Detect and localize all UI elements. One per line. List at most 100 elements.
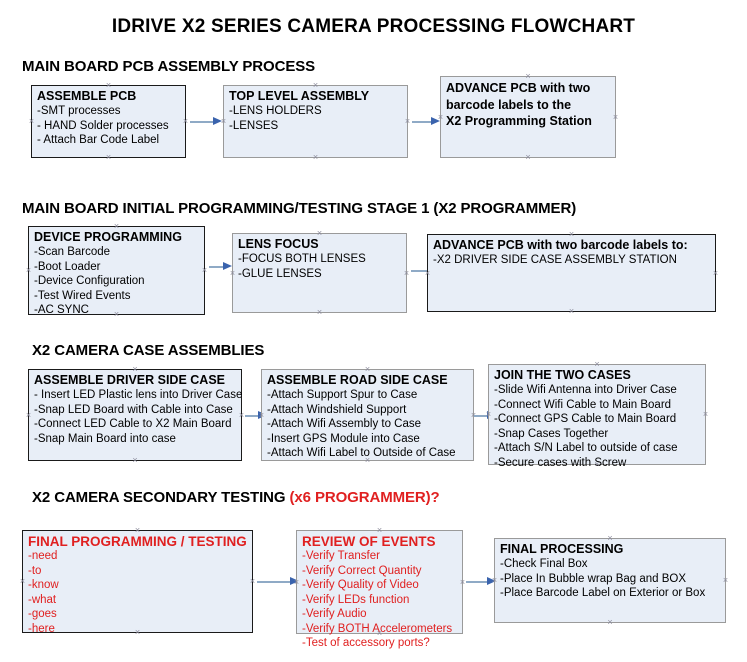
- connector-handle-bottom[interactable]: ×: [316, 307, 323, 317]
- connector-handle-bottom[interactable]: ×: [105, 152, 112, 162]
- flow-box-top-level-assembly[interactable]: TOP LEVEL ASSEMBLY -LENS HOLDERS -LENSES…: [221, 80, 411, 162]
- connector-handle-top[interactable]: ×: [134, 525, 141, 535]
- section-header-text: MAIN BOARD INITIAL PROGRAMMING/TESTING S…: [22, 200, 577, 217]
- flow-box-line: -Verify LEDs function: [302, 593, 410, 606]
- section-header-main-board-pcb-assembly-process: MAIN BOARD PCB ASSEMBLY PROCESS: [22, 58, 315, 75]
- connector-handle-top[interactable]: ×: [594, 359, 600, 369]
- flow-box-line: -GLUE LENSES: [238, 267, 322, 280]
- flow-box-line: -Verify BOTH Accelerometers: [302, 622, 453, 635]
- flow-box-line: -Place In Bubble wrap Bag and BOX: [500, 572, 687, 585]
- connector-handle-top[interactable]: ×: [113, 221, 120, 231]
- connector-handle-right[interactable]: ×: [712, 267, 719, 278]
- connector-handle-top[interactable]: ×: [312, 80, 319, 90]
- flow-box-line: -Connect LED Cable to X2 Main Board: [34, 418, 232, 430]
- flow-box-line: -FOCUS BOTH LENSES: [238, 253, 366, 265]
- connector-handle-top[interactable]: ×: [132, 364, 138, 374]
- connector-handle-left[interactable]: ×: [19, 576, 26, 586]
- flow-box-line: barcode labels to the: [446, 97, 572, 112]
- arrow-shaft: [474, 415, 488, 417]
- arrow-shaft: [411, 270, 429, 272]
- connector-handle-right[interactable]: ×: [702, 409, 709, 419]
- flow-box-device-programming[interactable]: DEVICE PROGRAMMING -Scan Barcode -Boot L…: [25, 221, 208, 319]
- section-header-main-board-initial-programming-testing-stage-1: MAIN BOARD INITIAL PROGRAMMING/TESTING S…: [22, 200, 576, 217]
- arrow-head-icon: [290, 577, 299, 585]
- flow-box-line: -to: [28, 564, 42, 577]
- connector-handle-right[interactable]: ×: [612, 111, 619, 122]
- connector-handle-bottom[interactable]: ×: [312, 152, 319, 162]
- connector-handle-right[interactable]: ×: [201, 265, 208, 275]
- flow-box-title: ASSEMBLE ROAD SIDE CASE: [267, 373, 448, 387]
- connector-handle-bottom[interactable]: ×: [568, 306, 575, 316]
- flow-box-line: - HAND Solder processes: [37, 119, 169, 132]
- section-header-text: MAIN BOARD PCB ASSEMBLY PROCESS: [22, 58, 316, 75]
- connector-handle-right[interactable]: ×: [182, 116, 189, 126]
- flow-box-line: -Verify Correct Quantity: [302, 564, 422, 577]
- connector-handle-top[interactable]: ×: [105, 80, 112, 90]
- flow-box-advance-pcb-to-x2-programming-station[interactable]: ADVANCE PCB with two barcode labels to t…: [438, 71, 619, 162]
- connector-handle-left[interactable]: ×: [28, 116, 35, 126]
- flow-box-line: -goes: [28, 608, 57, 620]
- connector-handle-top[interactable]: ×: [364, 364, 371, 374]
- connector-handle-right[interactable]: ×: [404, 116, 411, 126]
- page-title: IDRIVE X2 SERIES CAMERA PROCESSING FLOWC…: [111, 16, 636, 37]
- connector-handle-right[interactable]: ×: [459, 576, 466, 587]
- connector-handle-top[interactable]: ×: [607, 533, 613, 543]
- connector-handle-top[interactable]: ×: [376, 525, 383, 535]
- flow-box-line: -Insert GPS Module into Case: [267, 432, 420, 445]
- flow-box-line: -Attach Wifi Label to Outside of Case: [267, 447, 456, 459]
- flow-box-line: -Snap LED Board with Cable into Case: [34, 403, 233, 416]
- connector-handle-top[interactable]: ×: [568, 229, 575, 239]
- section-header-text: X2 CAMERA CASE ASSEMBLIES: [32, 342, 265, 359]
- connector-handle-right[interactable]: ×: [238, 409, 245, 420]
- flow-box-title: FINAL PROCESSING: [500, 542, 624, 556]
- flow-box-final-programming-testing[interactable]: FINAL PROGRAMMING / TESTING -need -to -k…: [19, 525, 256, 637]
- flow-box-title: ASSEMBLE PCB: [37, 89, 137, 103]
- connector-handle-bottom[interactable]: ×: [525, 152, 531, 162]
- connector-handle-right[interactable]: ×: [722, 575, 729, 585]
- flow-box-line: -SMT processes: [37, 105, 121, 117]
- connector-handle-left[interactable]: ×: [25, 409, 32, 420]
- flow-box-line: -Test Wired Events: [34, 289, 131, 302]
- flow-box-line: - Insert LED Plastic lens into Driver Ca…: [34, 389, 243, 401]
- section-header-text: X2 CAMERA SECONDARY TESTING: [32, 489, 290, 506]
- flow-box-line: -LENSES: [229, 119, 279, 132]
- flow-box-line: X2 Programming Station: [446, 114, 592, 128]
- connector-handle-top[interactable]: ×: [316, 228, 323, 238]
- flow-box-line-overflow: -Test of accessory ports?: [302, 637, 430, 649]
- flow-box-title: FINAL PROGRAMMING / TESTING: [28, 534, 247, 549]
- connector-handle-bottom[interactable]: ×: [607, 617, 613, 627]
- section-header-accent-text: (x6 PROGRAMMER)?: [289, 489, 440, 506]
- arrow-shaft: [257, 581, 291, 583]
- arrow-final-programming-to-review-of-events: [257, 577, 299, 586]
- flow-box-lens-focus[interactable]: LENS FOCUS -FOCUS BOTH LENSES -GLUE LENS…: [230, 228, 410, 317]
- arrow-top-level-assembly-to-advance-pcb: [412, 117, 440, 126]
- connector-handle-right[interactable]: ×: [249, 576, 256, 586]
- flow-box-title: LENS FOCUS: [238, 237, 319, 251]
- connector-handle-left[interactable]: ×: [25, 265, 32, 275]
- connector-handle-bottom[interactable]: ×: [132, 455, 138, 465]
- flow-box-line: -Snap Cases Together: [494, 427, 609, 440]
- flow-box-line: -what: [28, 593, 57, 606]
- flow-box-line: -Attach Support Spur to Case: [267, 389, 418, 401]
- arrow-head-icon: [487, 577, 496, 585]
- flow-box-final-processing[interactable]: FINAL PROCESSING -Check Final Box -Place…: [492, 533, 729, 627]
- connector-handle-right[interactable]: ×: [403, 267, 410, 278]
- flow-box-line: -Attach Windshield Support: [267, 403, 407, 416]
- flow-box-assemble-road-side-case[interactable]: ASSEMBLE ROAD SIDE CASE -Attach Support …: [259, 364, 476, 465]
- flow-box-join-the-two-cases[interactable]: JOIN THE TWO CASES -Slide Wifi Antenna i…: [486, 359, 709, 469]
- flow-box-assemble-pcb[interactable]: ASSEMBLE PCB -SMT processes - HAND Solde…: [28, 80, 189, 162]
- flow-box-line: -here: [28, 622, 55, 635]
- flow-box-review-of-events[interactable]: REVIEW OF EVENTS -Verify Transfer -Verif…: [294, 525, 466, 650]
- arrow-head-icon: [431, 117, 440, 125]
- flow-box-line: -Attach Wifi Assembly to Case: [267, 418, 422, 430]
- flow-box-title: ADVANCE PCB with two: [446, 81, 591, 95]
- flow-box-line: -Boot Loader: [34, 260, 101, 273]
- arrow-assemble-pcb-to-top-level-assembly: [190, 117, 222, 126]
- connector-handle-top[interactable]: ×: [525, 71, 531, 81]
- flow-box-title: ADVANCE PCB with two barcode labels to:: [433, 238, 688, 252]
- flow-box-advance-pcb-to-driver-side-case-assembly[interactable]: ADVANCE PCB with two barcode labels to: …: [425, 229, 719, 316]
- flow-box-assemble-driver-side-case[interactable]: ASSEMBLE DRIVER SIDE CASE - Insert LED P…: [25, 364, 245, 465]
- flow-box-line: -AC SYNC: [34, 304, 89, 316]
- arrow-review-of-events-to-final-processing: [466, 577, 496, 586]
